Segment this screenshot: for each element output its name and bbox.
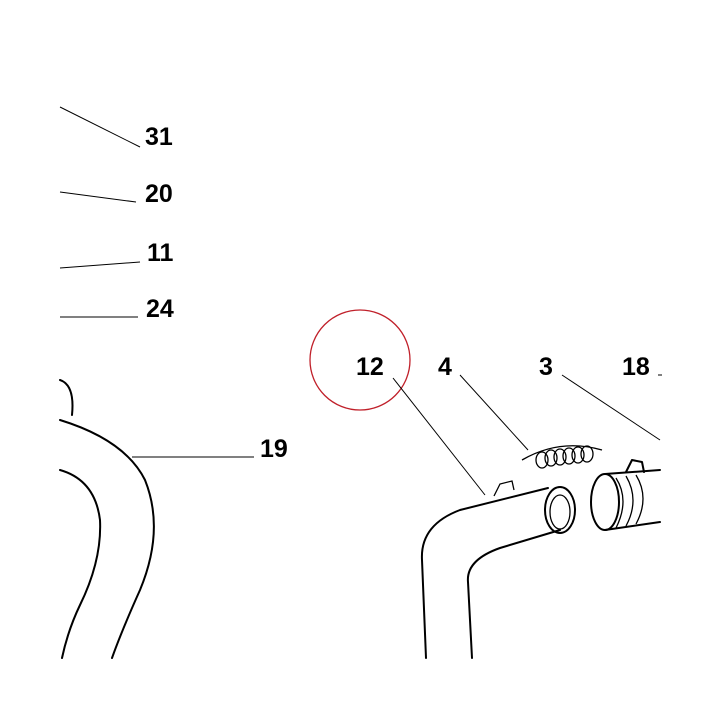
pipe-12-tab <box>493 480 515 497</box>
callout-24[interactable]: 24 <box>60 295 174 323</box>
spring-4-coil-6 <box>580 445 594 463</box>
spring-4-coil-5 <box>571 446 585 464</box>
spring-4-coil-4 <box>562 447 576 465</box>
leader-line-4 <box>459 374 529 451</box>
pipe-12-outer-edge <box>420 487 549 659</box>
hose-19-inner-edge <box>59 469 102 659</box>
callout-label-4: 4 <box>438 353 452 381</box>
hose-end-top-edge <box>604 469 661 475</box>
pipe-12-end-opening <box>544 486 576 534</box>
callout-label-12: 12 <box>356 353 384 381</box>
clamp-band-3 <box>635 474 644 525</box>
spring-4-top-wire <box>521 445 603 461</box>
callout-label-20: 20 <box>145 180 173 208</box>
part-3-hose-clamp <box>590 459 661 531</box>
callout-20[interactable]: 20 <box>59 180 173 208</box>
leader-line-31 <box>59 106 141 148</box>
callout-label-11: 11 <box>147 239 174 267</box>
callout-label-19: 19 <box>260 435 288 463</box>
highlight-circle <box>309 309 411 411</box>
callout-label-24: 24 <box>146 295 174 323</box>
leader-line-20 <box>59 191 137 203</box>
hose-end-bottom-edge <box>604 521 661 531</box>
callout-3[interactable]: 3 <box>539 353 661 441</box>
hose-19-top-lip <box>59 379 74 416</box>
callout-18[interactable]: 18 <box>622 353 662 381</box>
callout-12[interactable]: 12 <box>356 353 486 496</box>
part-4-spring <box>521 445 603 469</box>
callout-31[interactable]: 31 <box>59 106 173 151</box>
hose-end-face <box>590 473 620 531</box>
leader-line-3 <box>561 374 661 441</box>
pipe-12-end-inner <box>549 494 571 530</box>
clamp-tab <box>625 459 645 473</box>
spring-4-coil-2 <box>544 449 558 467</box>
spring-4-coil-3 <box>553 448 567 466</box>
callout-19[interactable]: 19 <box>132 435 288 463</box>
callout-label-31: 31 <box>145 123 173 151</box>
pipe-12-inner-edge <box>466 529 561 659</box>
callout-label-18: 18 <box>622 353 650 381</box>
clamp-band-1 <box>615 477 624 529</box>
spring-4-coil-1 <box>535 451 549 469</box>
callout-label-3: 3 <box>539 353 553 381</box>
hose-19-outer-edge <box>59 419 155 659</box>
callout-4[interactable]: 4 <box>438 353 529 451</box>
callout-11[interactable]: 11 <box>59 239 174 269</box>
leader-line-12 <box>392 377 486 496</box>
part-19-hose <box>59 379 155 659</box>
part-12-elbow-pipe <box>420 480 576 659</box>
clamp-band-2 <box>625 475 634 527</box>
leader-line-11 <box>59 261 141 269</box>
